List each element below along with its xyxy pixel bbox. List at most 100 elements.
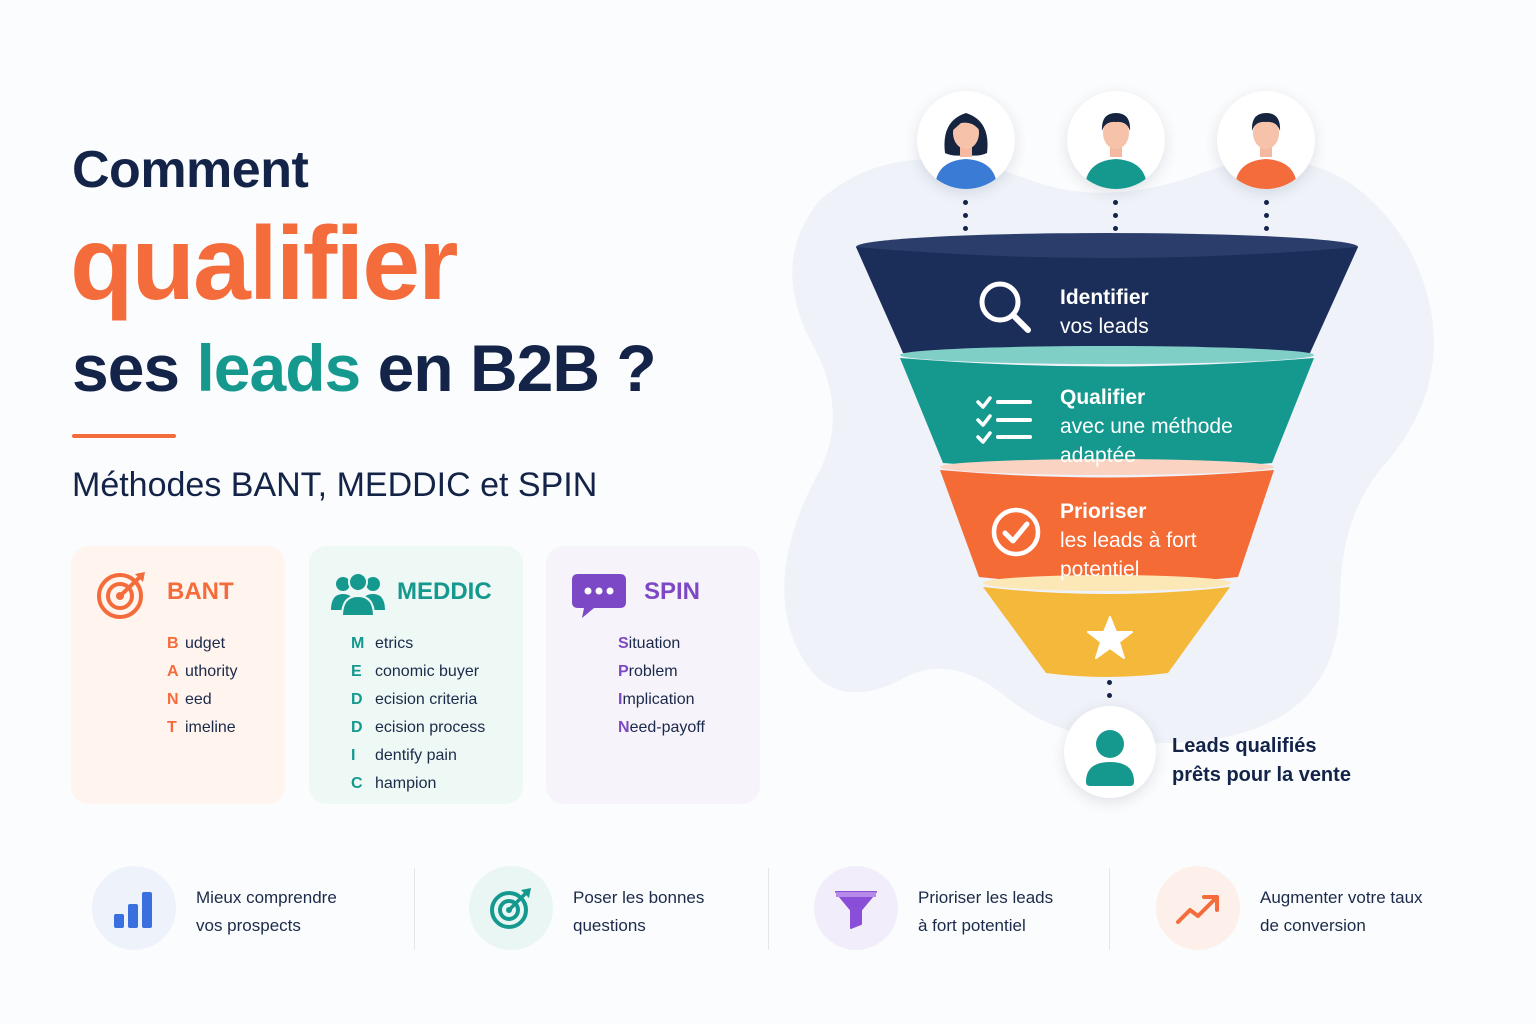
acronym-word: hampion <box>375 775 437 792</box>
acronym-letter: I <box>351 747 356 764</box>
acronym-letter: N <box>167 691 179 708</box>
funnel-icon <box>835 891 877 929</box>
funnel-stage-label-qualify: Qualifier avec une méthode adaptée <box>1060 383 1233 470</box>
stage-line: vos leads <box>1060 315 1149 338</box>
check-circle-icon <box>991 507 1041 557</box>
funnel-stage-qualify <box>900 358 1314 470</box>
target-icon <box>97 572 145 619</box>
acronym-letter: C <box>351 775 363 792</box>
acronym-letter: I <box>618 691 623 708</box>
stage-title: Identifier <box>1060 286 1149 309</box>
benefit-line: à fort potentiel <box>918 916 1026 935</box>
title-line-3-post: en B2B ? <box>360 331 657 405</box>
funnel-stage-label-identify: Identifier vos leads <box>1060 283 1149 341</box>
benefit-line: Augmenter votre taux <box>1260 888 1423 907</box>
method-title: BANT <box>167 578 234 605</box>
method-title: MEDDIC <box>397 578 492 605</box>
connector-dots <box>963 200 969 239</box>
man-avatar-icon <box>1217 91 1315 189</box>
method-title: SPIN <box>644 578 701 605</box>
acronym-word: eed-payoff <box>629 719 705 736</box>
acronym-letter: P <box>618 663 629 680</box>
benefit-label: Mieux comprendre vos prospects <box>196 884 337 940</box>
acronym-word: conomic buyer <box>375 663 480 680</box>
benefit-label: Augmenter votre taux de conversion <box>1260 884 1423 940</box>
connector-dots <box>1107 680 1113 706</box>
acronym-letter: N <box>618 719 630 736</box>
acronym-letter: D <box>351 719 363 736</box>
funnel-stage-label-prioritize: Prioriser les leads à fort potentiel <box>1060 497 1197 584</box>
user-icon <box>1064 706 1156 798</box>
connector-dots <box>1113 200 1119 239</box>
acronym-letter: D <box>351 691 363 708</box>
subtitle: Méthodes BANT, MEDDIC et SPIN <box>72 466 598 504</box>
stage-line: adaptée <box>1060 444 1136 467</box>
acronym-word: ituation <box>628 635 681 652</box>
acronym-word: imeline <box>185 719 236 736</box>
benefit-icon-circle <box>469 866 553 950</box>
title-line-3: ses leads en B2B ? <box>72 330 657 406</box>
benefit-line: Prioriser les leads <box>918 888 1054 907</box>
trend-up-icon <box>1176 895 1219 924</box>
stage-line: les leads à fort <box>1060 529 1197 552</box>
title-underline <box>72 434 176 438</box>
bar-chart-icon <box>114 892 152 928</box>
funnel-stage-identify <box>856 247 1358 361</box>
star-icon <box>1087 616 1133 659</box>
benefit-line: Poser les bonnes <box>573 888 705 907</box>
chat-bubble-icon <box>572 574 626 618</box>
search-icon <box>979 281 1031 333</box>
man-avatar-icon <box>1067 91 1165 189</box>
woman-avatar-icon <box>917 91 1015 189</box>
funnel-output-label: Leads qualifiés prêts pour la vente <box>1172 732 1351 790</box>
acronym-letter: M <box>351 635 365 652</box>
benefit-icon-circle <box>814 866 898 950</box>
sales-funnel <box>856 233 1358 677</box>
divider <box>1109 868 1110 950</box>
acronym-letter: B <box>167 635 179 652</box>
title-line-2: qualifier <box>70 206 459 322</box>
acronym-word: udget <box>185 635 226 652</box>
benefit-icon-circle <box>92 866 176 950</box>
stage-title: Prioriser <box>1060 500 1147 523</box>
stage-line: potentiel <box>1060 558 1140 581</box>
benefit-line: Mieux comprendre <box>196 888 337 907</box>
target-icon <box>490 888 531 929</box>
acronym-word: uthority <box>185 663 238 680</box>
title-line-3-pre: ses <box>72 331 197 405</box>
acronym-letter: S <box>618 635 629 652</box>
output-line-1: Leads qualifiés <box>1172 735 1317 757</box>
acronym-letter: A <box>167 663 179 680</box>
acronym-word: dentify pain <box>375 747 457 764</box>
divider <box>768 868 769 950</box>
benefit-label: Poser les bonnes questions <box>573 884 704 940</box>
acronym-letter: E <box>351 663 362 680</box>
divider <box>414 868 415 950</box>
benefit-line: de conversion <box>1260 916 1366 935</box>
benefit-icon-circle <box>1156 866 1240 950</box>
acronym-word: roblem <box>628 663 678 680</box>
checklist-icon <box>976 396 1032 444</box>
stage-line: avec une méthode <box>1060 415 1233 438</box>
acronym-word: ecision process <box>375 719 486 736</box>
title-line-1: Comment <box>72 141 309 199</box>
team-icon <box>331 572 385 617</box>
benefit-line: questions <box>573 916 646 935</box>
funnel-stage-prioritize <box>940 470 1274 584</box>
